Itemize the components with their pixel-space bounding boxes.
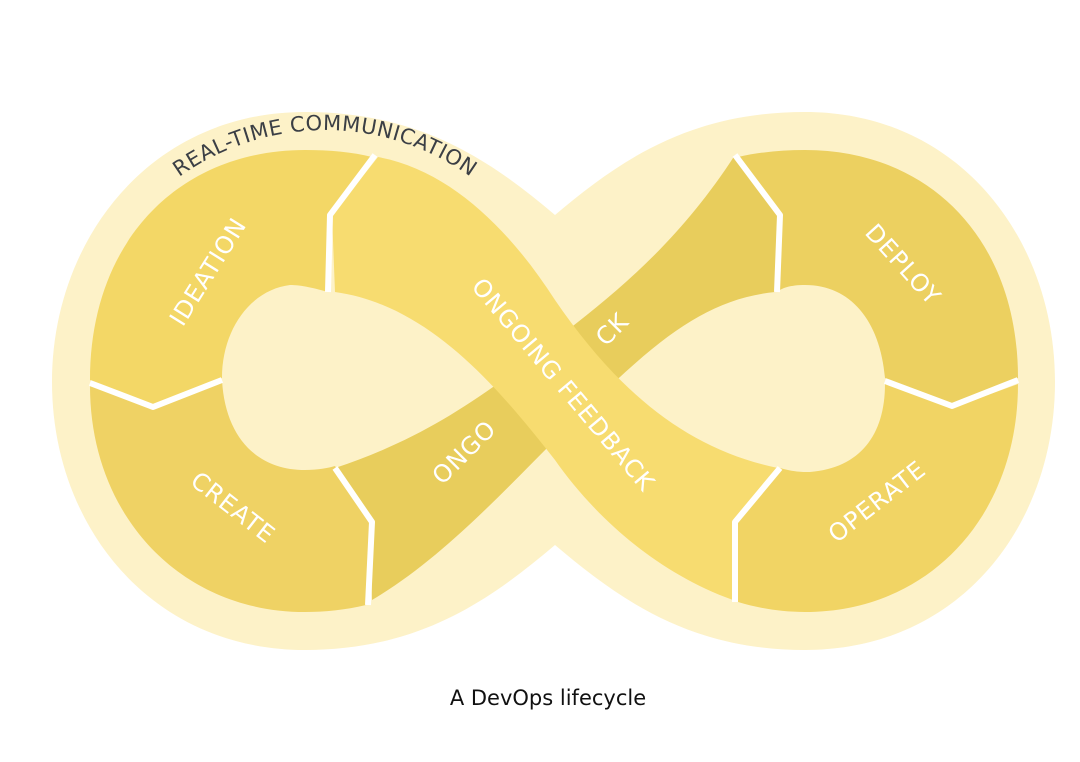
diagram-caption: A DevOps lifecycle: [449, 686, 647, 710]
segment-create: [90, 380, 370, 612]
segment-ideation: [90, 150, 372, 408]
feedback-front-strand: [332, 157, 778, 600]
segment-dividers: [88, 153, 1020, 606]
segment-operate: [735, 384, 1018, 612]
segment-deploy: [738, 150, 1018, 405]
